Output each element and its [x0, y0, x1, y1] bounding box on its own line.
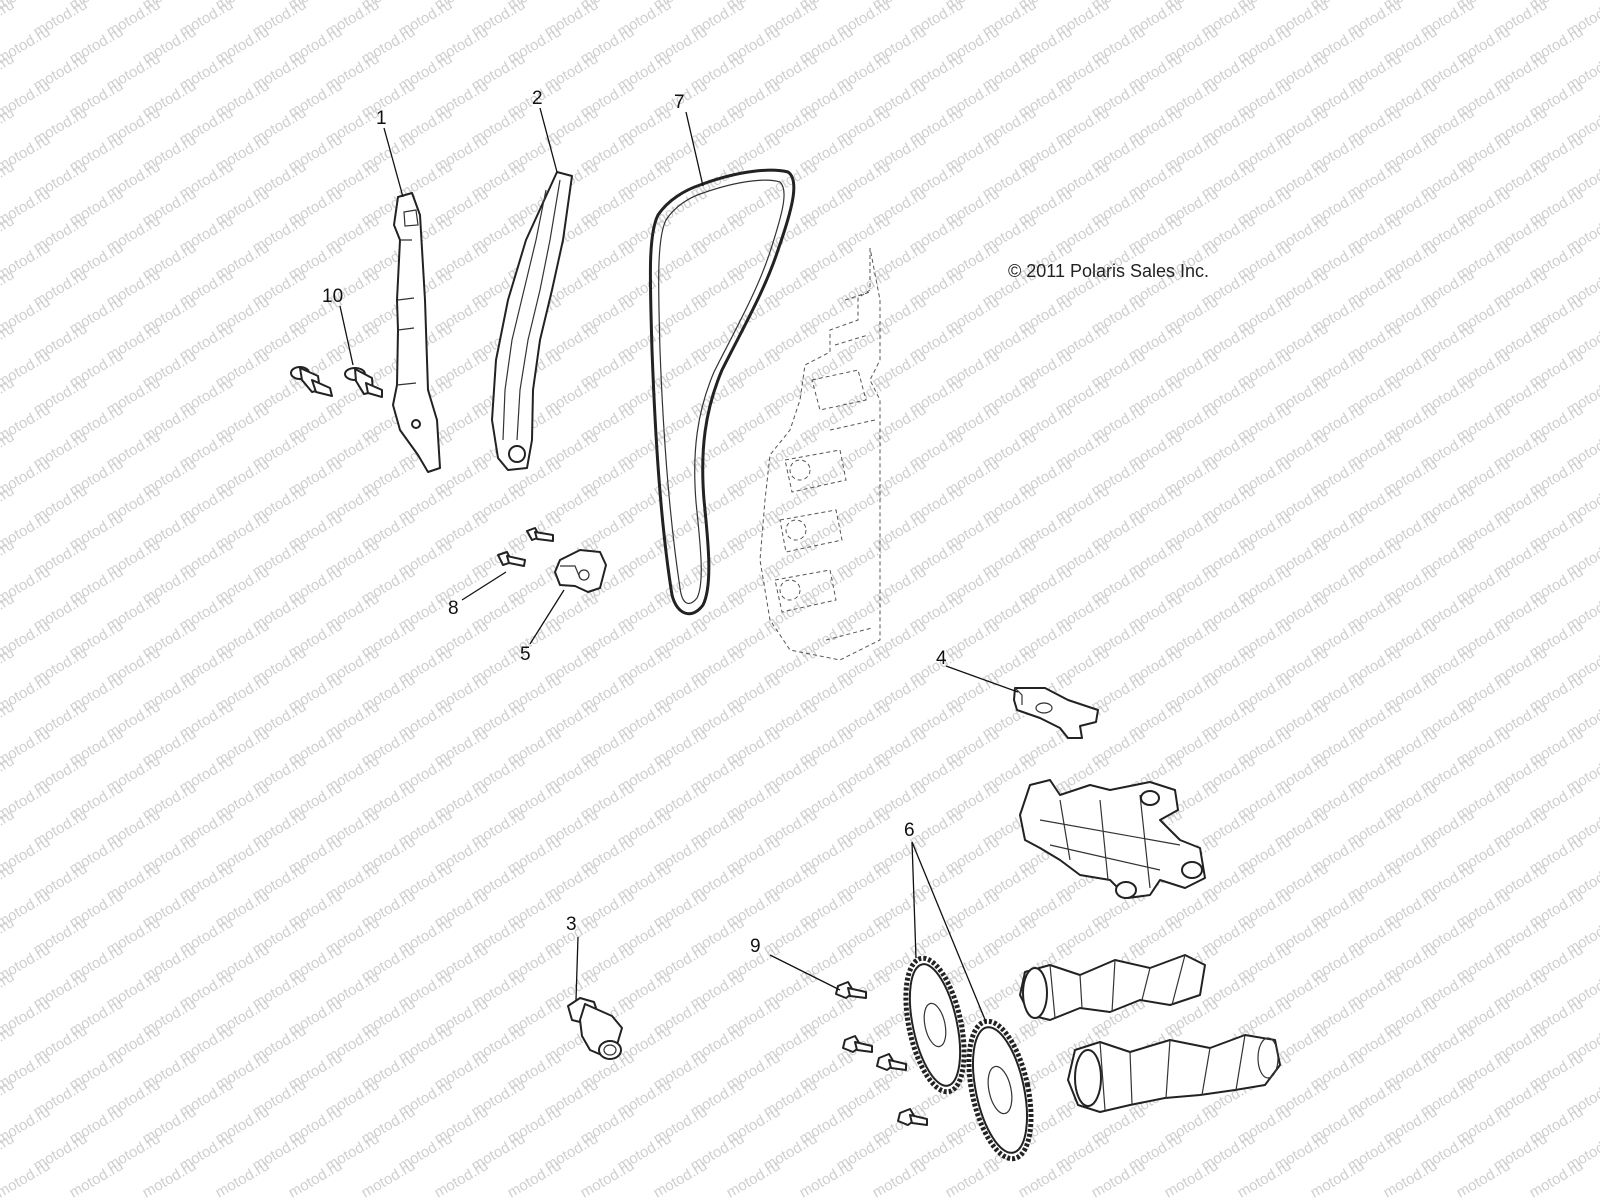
callout-10: 10	[322, 286, 343, 307]
tensioner-part-3	[567, 997, 623, 1060]
callout-1: 1	[376, 108, 387, 129]
callout-labels: 1 2 3 4 5 6 7 8 9 10	[322, 88, 947, 957]
cylinder-head-background	[759, 247, 881, 661]
callout-7: 7	[674, 92, 685, 113]
callout-2: 2	[532, 88, 543, 109]
callout-9: 9	[750, 936, 761, 957]
cam-sprockets-part-6	[903, 955, 1034, 1162]
tensioner-bracket-part-5	[554, 549, 607, 593]
camshafts	[1019, 954, 1281, 1113]
leader-lines	[339, 107, 1019, 1023]
guide-bolts-part-10	[290, 366, 383, 398]
bolts-part-8	[497, 527, 554, 567]
chain-guide-part-4	[1013, 687, 1099, 739]
callout-6: 6	[904, 820, 915, 841]
copyright-notice: © 2011 Polaris Sales Inc.	[1008, 261, 1210, 281]
bolts-part-9	[835, 981, 928, 1126]
callout-5: 5	[520, 644, 531, 665]
callout-4: 4	[936, 648, 947, 669]
chain-guide-part-1	[392, 192, 441, 473]
callout-3: 3	[566, 914, 577, 935]
callout-8: 8	[448, 598, 459, 619]
rocker-assembly	[1019, 779, 1206, 899]
timing-chain-part-7	[648, 168, 796, 616]
tensioner-blade-part-2	[491, 171, 573, 471]
